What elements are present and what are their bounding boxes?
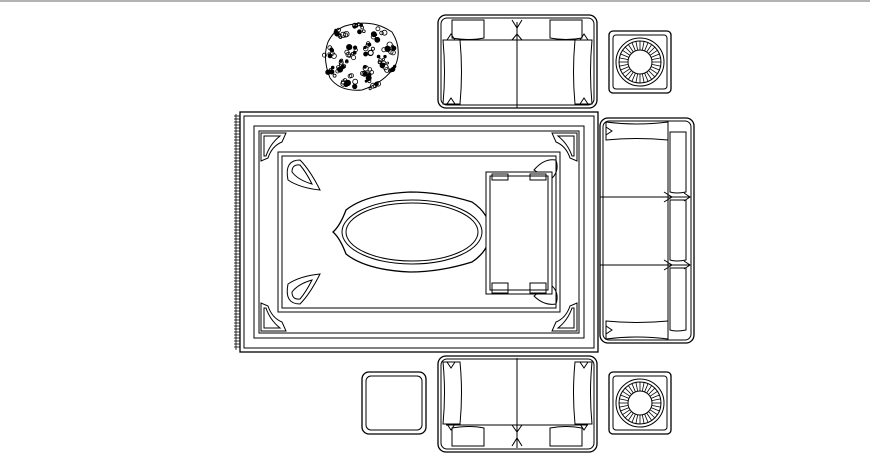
area-rug — [234, 111, 599, 353]
rug-fringe — [234, 114, 240, 350]
oval-coffee-table — [332, 191, 491, 273]
potted-plant — [321, 22, 399, 91]
side-table-lamp-top — [608, 30, 672, 94]
square-ottoman — [361, 371, 427, 435]
side-table-lamp-bottom — [608, 371, 672, 435]
two-seat-sofa-top — [437, 14, 598, 109]
rectangular-console-table — [485, 171, 553, 295]
three-seat-sofa-right — [599, 117, 695, 344]
two-seat-sofa-bottom — [437, 355, 598, 453]
